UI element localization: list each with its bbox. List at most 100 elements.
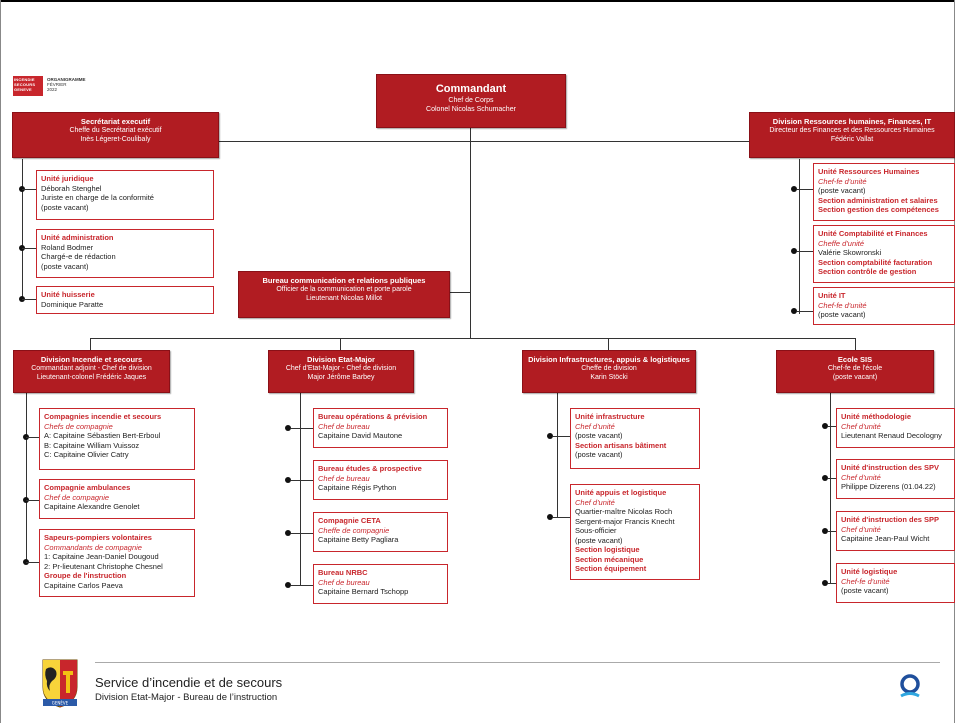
unite-administration-card: Unité administration Roland Bodmer Charg…: [36, 229, 214, 278]
right-branch: [799, 159, 800, 314]
card-section: Section logistique: [575, 545, 640, 554]
card-line: (poste vacant): [818, 186, 866, 195]
card-title: Compagnie ambulances: [44, 483, 131, 492]
card-title: Unité d'instruction des SPV: [841, 463, 940, 472]
unite-juridique-card: Unité juridique Déborah Stenghel Juriste…: [36, 170, 214, 220]
logo-line-3: GENEVE: [14, 87, 32, 92]
col4-branch: [830, 393, 831, 583]
card-role: Cheffe d'unité: [818, 238, 865, 248]
division-incendie-box: Division Incendie et secours Commandant …: [13, 350, 170, 393]
card-line: Capitaine David Mautone: [318, 431, 403, 440]
connector: [22, 189, 36, 190]
card-section: Section artisans bâtiment: [575, 440, 667, 450]
card-title: Bureau NRBC: [318, 568, 368, 577]
card-line: (poste vacant): [575, 431, 623, 440]
div4-drop: [855, 338, 856, 350]
bureau-operations-card: Bureau opérations & prévision Chef de bu…: [313, 408, 448, 448]
sapeurs-pompiers-card: Sapeurs-pompiers volontaires Commandants…: [39, 529, 195, 597]
connector: [22, 248, 36, 249]
dot: [791, 248, 797, 254]
card-title: Unité infrastructure: [575, 412, 645, 421]
card-role: Cheffe de compagnie: [318, 525, 390, 535]
card-role: Chef d'unité: [841, 421, 881, 431]
compagnies-incendie-card: Compagnies incendie et secours Chefs de …: [39, 408, 195, 470]
commandant-role: Chef de Corps: [448, 97, 494, 104]
connector: [828, 583, 836, 584]
dot: [822, 528, 828, 534]
card-line: (poste vacant): [841, 586, 889, 595]
connector: [291, 533, 313, 534]
card-role: Chef d'unité: [841, 472, 881, 482]
geneva-crest-icon: GENÈVE: [42, 659, 78, 708]
card-line: (poste vacant): [818, 310, 866, 319]
dot: [822, 475, 828, 481]
card-role: Chef-fe d'unité: [818, 300, 867, 310]
unite-huisserie-card: Unité huisserie Dominique Paratte: [36, 286, 214, 314]
card-role: Chef d'unité: [575, 421, 615, 431]
division-etat-major-box: Division Etat-Major Chef d'Etat-Major - …: [268, 350, 414, 393]
connector: [26, 500, 39, 501]
card-line: Capitaine Bernard Tschopp: [318, 587, 409, 596]
commandant-name: Colonel Nicolas Schumacher: [426, 106, 516, 113]
card-line: 1: Capitaine Jean-Daniel Dougoud: [44, 552, 159, 561]
dot: [285, 477, 291, 483]
division-role: Cheffe de division: [581, 365, 637, 372]
card-line: Capitaine Betty Pagliara: [318, 535, 399, 544]
div3-drop: [608, 338, 609, 350]
doc-title: ORGANIGRAMME: [47, 77, 86, 82]
doc-year: 2022: [47, 87, 58, 92]
secretariat-title: Secrétariat executif: [80, 117, 151, 126]
dot: [822, 580, 828, 586]
secretariat-role: Cheffe du Secrétariat exécutif: [69, 127, 162, 134]
card-line: Capitaine Régis Python: [318, 483, 397, 492]
card-section: Groupe de l'instruction: [44, 571, 127, 580]
connector: [26, 437, 39, 438]
card-role: Chef d'unité: [841, 524, 881, 534]
unite-methodologie-card: Unité méthodologie Chef d'unité Lieutena…: [836, 408, 955, 448]
logo-line-1: INCENDIE: [14, 77, 35, 82]
card-line: Quartier-maître Nicolas Roch: [575, 507, 673, 516]
unite-logistique-card: Unité logistique Chef-fe d'unité (poste …: [836, 563, 955, 603]
unite-instruction-spp-card: Unité d'instruction des SPP Chef d'unité…: [836, 511, 955, 551]
compagnie-ambulances-card: Compagnie ambulances Chef de compagnie C…: [39, 479, 195, 519]
division-name: (poste vacant): [832, 374, 878, 381]
bureau-comm-box: Bureau communication et relations publiq…: [238, 271, 450, 318]
division-title: Division Incendie et secours: [40, 355, 143, 364]
card-line: Déborah Stenghel: [41, 183, 102, 193]
connector: [828, 426, 836, 427]
rh-division-box: Division Ressources humaines, Finances, …: [749, 112, 955, 158]
connector: [797, 311, 813, 312]
card-role: Commandants de compagnie: [44, 542, 142, 552]
logo-line-2: SECOURS: [14, 82, 36, 87]
staff-line: [115, 141, 750, 142]
division-title: Division Infrastructures, appuis & logis…: [528, 355, 690, 364]
card-line: C: Capitaine Olivier Catry: [44, 450, 129, 459]
card-line: Dominique Paratte: [41, 299, 104, 309]
bureau-comm-title: Bureau communication et relations publiq…: [262, 276, 426, 285]
dot: [285, 530, 291, 536]
card-title: Unité administration: [41, 233, 114, 242]
card-line: 2: Pr-lieutenant Christophe Chesnel: [44, 561, 163, 571]
card-line: Valérie Skowronski: [818, 248, 882, 257]
card-title: Unité huisserie: [41, 290, 95, 299]
left-border: [0, 0, 1, 723]
rh-role: Directeur des Finances et des Ressources…: [769, 127, 935, 134]
unite-it-card: Unité IT Chef-fe d'unité (poste vacant): [813, 287, 955, 325]
card-line: (poste vacant): [41, 261, 89, 271]
connector: [553, 436, 570, 437]
doc-month: FÉVRIER: [47, 82, 67, 87]
div1-drop: [90, 338, 91, 350]
unite-appuis-logistique-card: Unité appuis et logistique Chef d'unité …: [570, 484, 700, 580]
connector: [797, 189, 813, 190]
division-name: Major Jérôme Barbey: [307, 374, 375, 381]
dot: [547, 514, 553, 520]
bureau-comm-name: Lieutenant Nicolas Millot: [306, 295, 382, 302]
card-line: Chargé-e de rédaction: [41, 252, 116, 261]
connector: [828, 478, 836, 479]
top-border: [0, 0, 955, 2]
connector: [291, 428, 313, 429]
trunk-line: [470, 128, 471, 338]
card-section: Section mécanique: [575, 554, 644, 564]
col1-branch: [26, 393, 27, 563]
